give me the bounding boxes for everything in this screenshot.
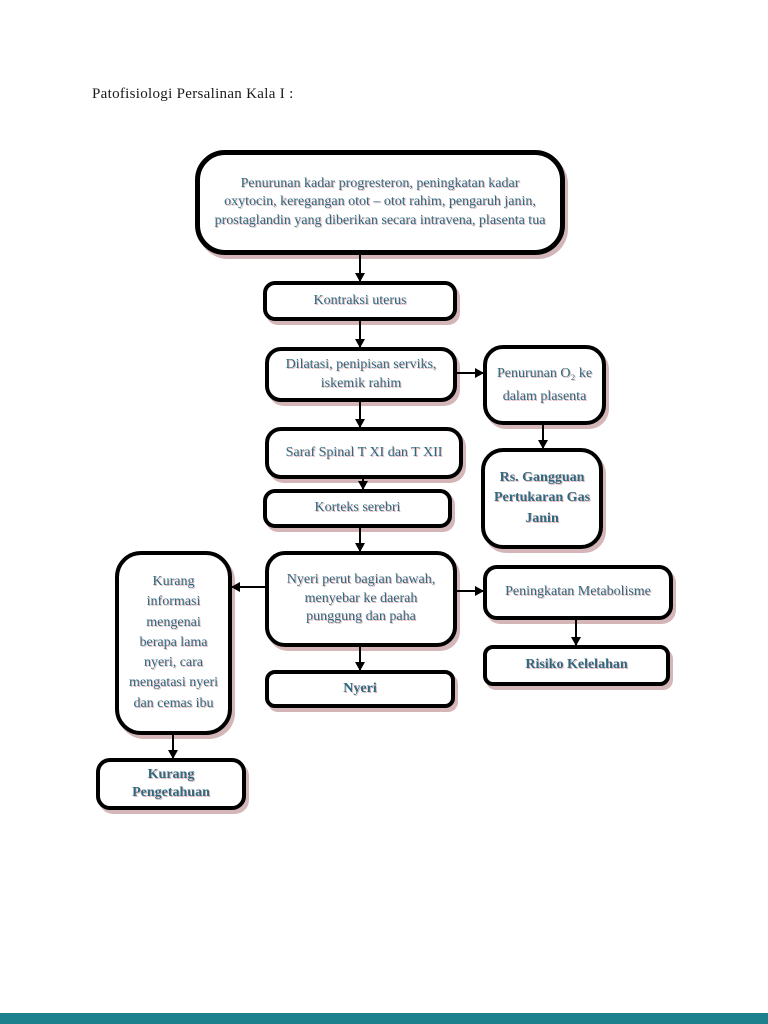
page-title: Patofisiologi Persalinan Kala I : bbox=[92, 86, 294, 102]
arrow-saraf-to-korteks bbox=[358, 479, 368, 490]
flow-node-gangguan-pertukaran-gas-label: Rs. Gangguan Pertukaran Gas Janin bbox=[493, 470, 591, 526]
arrowhead-down-icon bbox=[168, 750, 178, 759]
arrow-penurunan-o2-to-gangguan bbox=[538, 425, 548, 449]
arrowhead-down-icon bbox=[355, 419, 365, 428]
arrowhead-down-icon bbox=[571, 637, 581, 646]
arrowhead-left-icon bbox=[231, 582, 240, 592]
arrow-kurang-informasi-to-kurang-pengetahuan bbox=[168, 735, 178, 759]
flow-node-korteks-serebri: Korteks serebri bbox=[263, 489, 452, 528]
flow-node-risiko-kelelahan: Risiko Kelelahan bbox=[483, 645, 670, 686]
flow-node-kurang-pengetahuan: Kurang Pengetahuan bbox=[96, 758, 246, 810]
flow-node-saraf-spinal-label: Saraf Spinal T XI dan T XII bbox=[285, 444, 443, 460]
arrow-dilatasi-to-saraf bbox=[355, 402, 365, 428]
flow-node-peningkatan-metabolisme: Peningkatan Metabolisme bbox=[483, 565, 673, 620]
flow-node-dilatasi: Dilatasi, penipisan serviks, iskemik rah… bbox=[265, 347, 457, 402]
arrow-nyeri-perut-to-nyeri bbox=[355, 647, 365, 671]
arrow-korteks-to-nyeri-perut bbox=[355, 528, 365, 552]
viewer-bottom-bar bbox=[0, 1013, 768, 1024]
arrowhead-down-icon bbox=[355, 339, 365, 348]
arrow-dilatasi-to-penurunan-o2 bbox=[457, 368, 484, 378]
arrowhead-down-icon bbox=[355, 273, 365, 282]
flow-node-kontraksi-uterus: Kontraksi uterus bbox=[263, 281, 457, 321]
arrowhead-down-icon bbox=[358, 481, 368, 490]
flow-node-penurunan-o2: Penurunan O₂ ke dalam plasenta bbox=[483, 345, 606, 425]
flow-node-causes: Penurunan kadar progresteron, peningkata… bbox=[195, 150, 565, 255]
flow-node-risiko-kelelahan-label: Risiko Kelelahan bbox=[525, 657, 628, 673]
flow-node-korteks-serebri-label: Korteks serebri bbox=[314, 500, 401, 516]
flow-node-kurang-informasi-label: Kurang informasi mengenai berapa lama ny… bbox=[128, 573, 219, 711]
flow-node-peningkatan-metabolisme-label: Peningkatan Metabolisme bbox=[505, 584, 651, 600]
arrowhead-right-icon bbox=[475, 368, 484, 378]
flow-node-penurunan-o2-label: Penurunan O₂ ke dalam plasenta bbox=[496, 365, 593, 404]
flow-node-kurang-pengetahuan-label: Kurang Pengetahuan bbox=[132, 766, 210, 800]
flow-node-gangguan-pertukaran-gas: Rs. Gangguan Pertukaran Gas Janin bbox=[481, 448, 603, 549]
flow-node-nyeri-perut: Nyeri perut bagian bawah, menyebar ke da… bbox=[265, 551, 457, 647]
arrow-nyeri-perut-to-metabolisme bbox=[457, 586, 484, 596]
arrow-causes-to-kontraksi bbox=[355, 255, 365, 282]
flow-node-kurang-informasi: Kurang informasi mengenai berapa lama ny… bbox=[115, 551, 232, 735]
arrow-nyeri-perut-to-kurang-informasi bbox=[231, 582, 265, 592]
arrowhead-down-icon bbox=[538, 440, 548, 449]
flow-node-nyeri-label: Nyeri bbox=[343, 680, 377, 696]
flow-node-nyeri: Nyeri bbox=[265, 670, 455, 708]
flow-node-kontraksi-uterus-label: Kontraksi uterus bbox=[313, 292, 407, 308]
flow-node-saraf-spinal: Saraf Spinal T XI dan T XII bbox=[265, 427, 463, 479]
arrowhead-right-icon bbox=[475, 586, 484, 596]
arrowhead-down-icon bbox=[355, 543, 365, 552]
flow-node-causes-label: Penurunan kadar progresteron, peningkata… bbox=[214, 175, 546, 228]
flow-node-dilatasi-label: Dilatasi, penipisan serviks, iskemik rah… bbox=[285, 357, 437, 391]
arrowhead-down-icon bbox=[355, 662, 365, 671]
arrow-metabolisme-to-risiko bbox=[571, 620, 581, 646]
flow-node-nyeri-perut-label: Nyeri perut bagian bawah, menyebar ke da… bbox=[286, 572, 436, 625]
arrow-kontraksi-to-dilatasi bbox=[355, 321, 365, 348]
